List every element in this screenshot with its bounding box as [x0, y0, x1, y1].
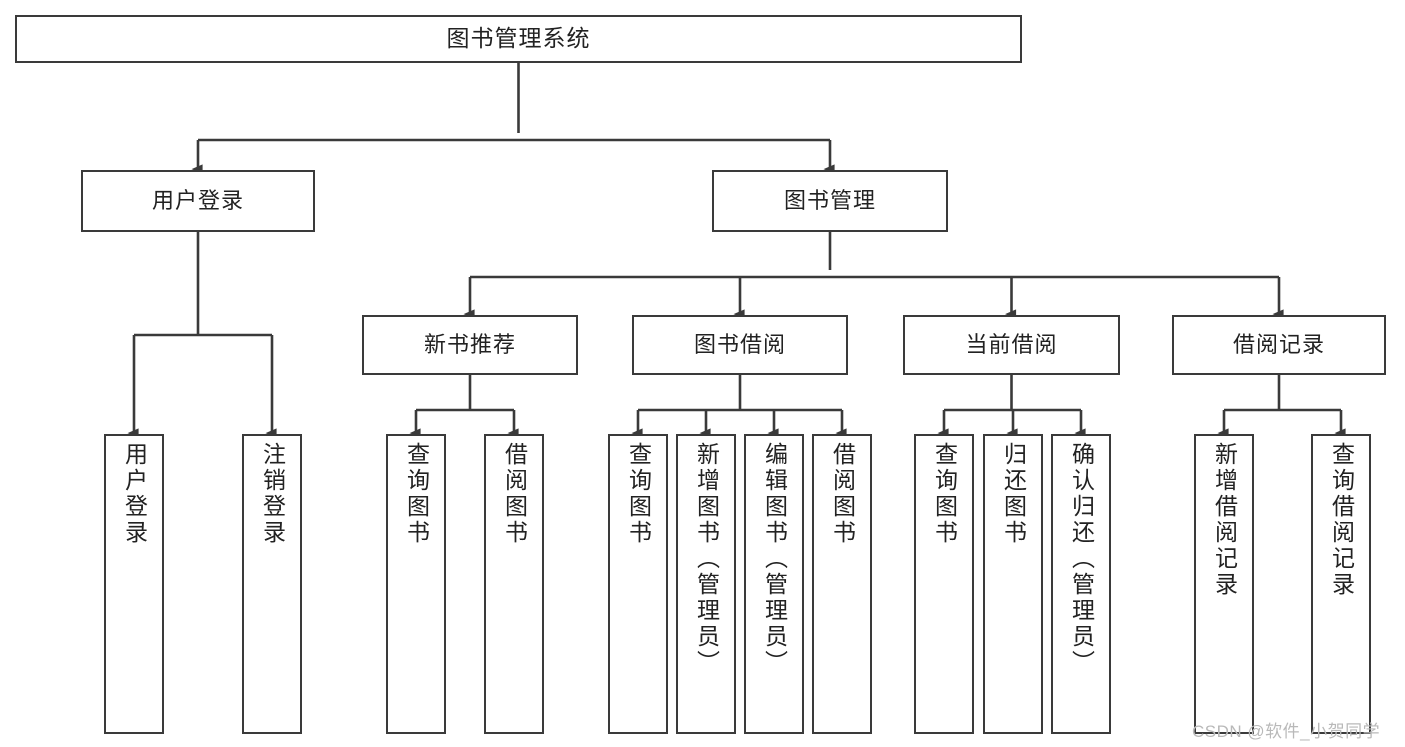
- node-borrow-record-label: 借阅记录: [1232, 332, 1325, 358]
- node-book-borrow-label: 图书借阅: [693, 332, 786, 358]
- node-leaf-edit-book[interactable]: 编辑图书（管理员）: [744, 434, 804, 734]
- node-leaf-query-record-label: 查询借阅记录: [1328, 442, 1355, 598]
- node-leaf-query-book-rec-label: 查询图书: [403, 442, 430, 546]
- node-leaf-borrow-book[interactable]: 借阅图书: [812, 434, 872, 734]
- node-new-book-rec[interactable]: 新书推荐: [362, 315, 578, 375]
- node-leaf-user-login[interactable]: 用户登录: [104, 434, 164, 734]
- node-leaf-confirm-return[interactable]: 确认归还（管理员）: [1051, 434, 1111, 734]
- node-leaf-user-login-label: 用户登录: [121, 442, 148, 546]
- node-leaf-query-book-label: 查询图书: [625, 442, 652, 546]
- node-borrow-record[interactable]: 借阅记录: [1172, 315, 1386, 375]
- node-current-borrow[interactable]: 当前借阅: [903, 315, 1120, 375]
- node-leaf-add-record[interactable]: 新增借阅记录: [1194, 434, 1254, 734]
- node-current-borrow-label: 当前借阅: [965, 332, 1058, 358]
- node-leaf-query-book[interactable]: 查询图书: [608, 434, 668, 734]
- node-leaf-add-book-label: 新增图书（管理员）: [693, 442, 720, 676]
- node-leaf-borrow-book-rec-label: 借阅图书: [501, 442, 528, 546]
- node-leaf-add-record-label: 新增借阅记录: [1211, 442, 1238, 598]
- node-leaf-edit-book-label: 编辑图书（管理员）: [761, 442, 788, 676]
- node-user-login[interactable]: 用户登录: [81, 170, 315, 232]
- node-root[interactable]: 图书管理系统: [15, 15, 1022, 63]
- node-book-borrow[interactable]: 图书借阅: [632, 315, 848, 375]
- node-leaf-query-book-cur[interactable]: 查询图书: [914, 434, 974, 734]
- node-leaf-query-book-rec[interactable]: 查询图书: [386, 434, 446, 734]
- csdn-watermark: CSDN @软件_小贺同学: [1192, 722, 1381, 741]
- node-leaf-borrow-book-rec[interactable]: 借阅图书: [484, 434, 544, 734]
- node-leaf-add-book[interactable]: 新增图书（管理员）: [676, 434, 736, 734]
- node-leaf-return-book[interactable]: 归还图书: [983, 434, 1043, 734]
- node-leaf-logout[interactable]: 注销登录: [242, 434, 302, 734]
- node-leaf-confirm-return-label: 确认归还（管理员）: [1068, 442, 1095, 676]
- node-book-manage[interactable]: 图书管理: [712, 170, 948, 232]
- node-root-label: 图书管理系统: [446, 25, 591, 52]
- node-leaf-return-book-label: 归还图书: [1000, 442, 1027, 546]
- node-leaf-query-record[interactable]: 查询借阅记录: [1311, 434, 1371, 734]
- node-new-book-rec-label: 新书推荐: [423, 332, 516, 358]
- node-leaf-borrow-book-label: 借阅图书: [829, 442, 856, 546]
- node-book-manage-label: 图书管理: [783, 188, 876, 214]
- node-leaf-logout-label: 注销登录: [259, 442, 286, 546]
- node-user-login-label: 用户登录: [151, 188, 244, 214]
- node-leaf-query-book-cur-label: 查询图书: [931, 442, 958, 546]
